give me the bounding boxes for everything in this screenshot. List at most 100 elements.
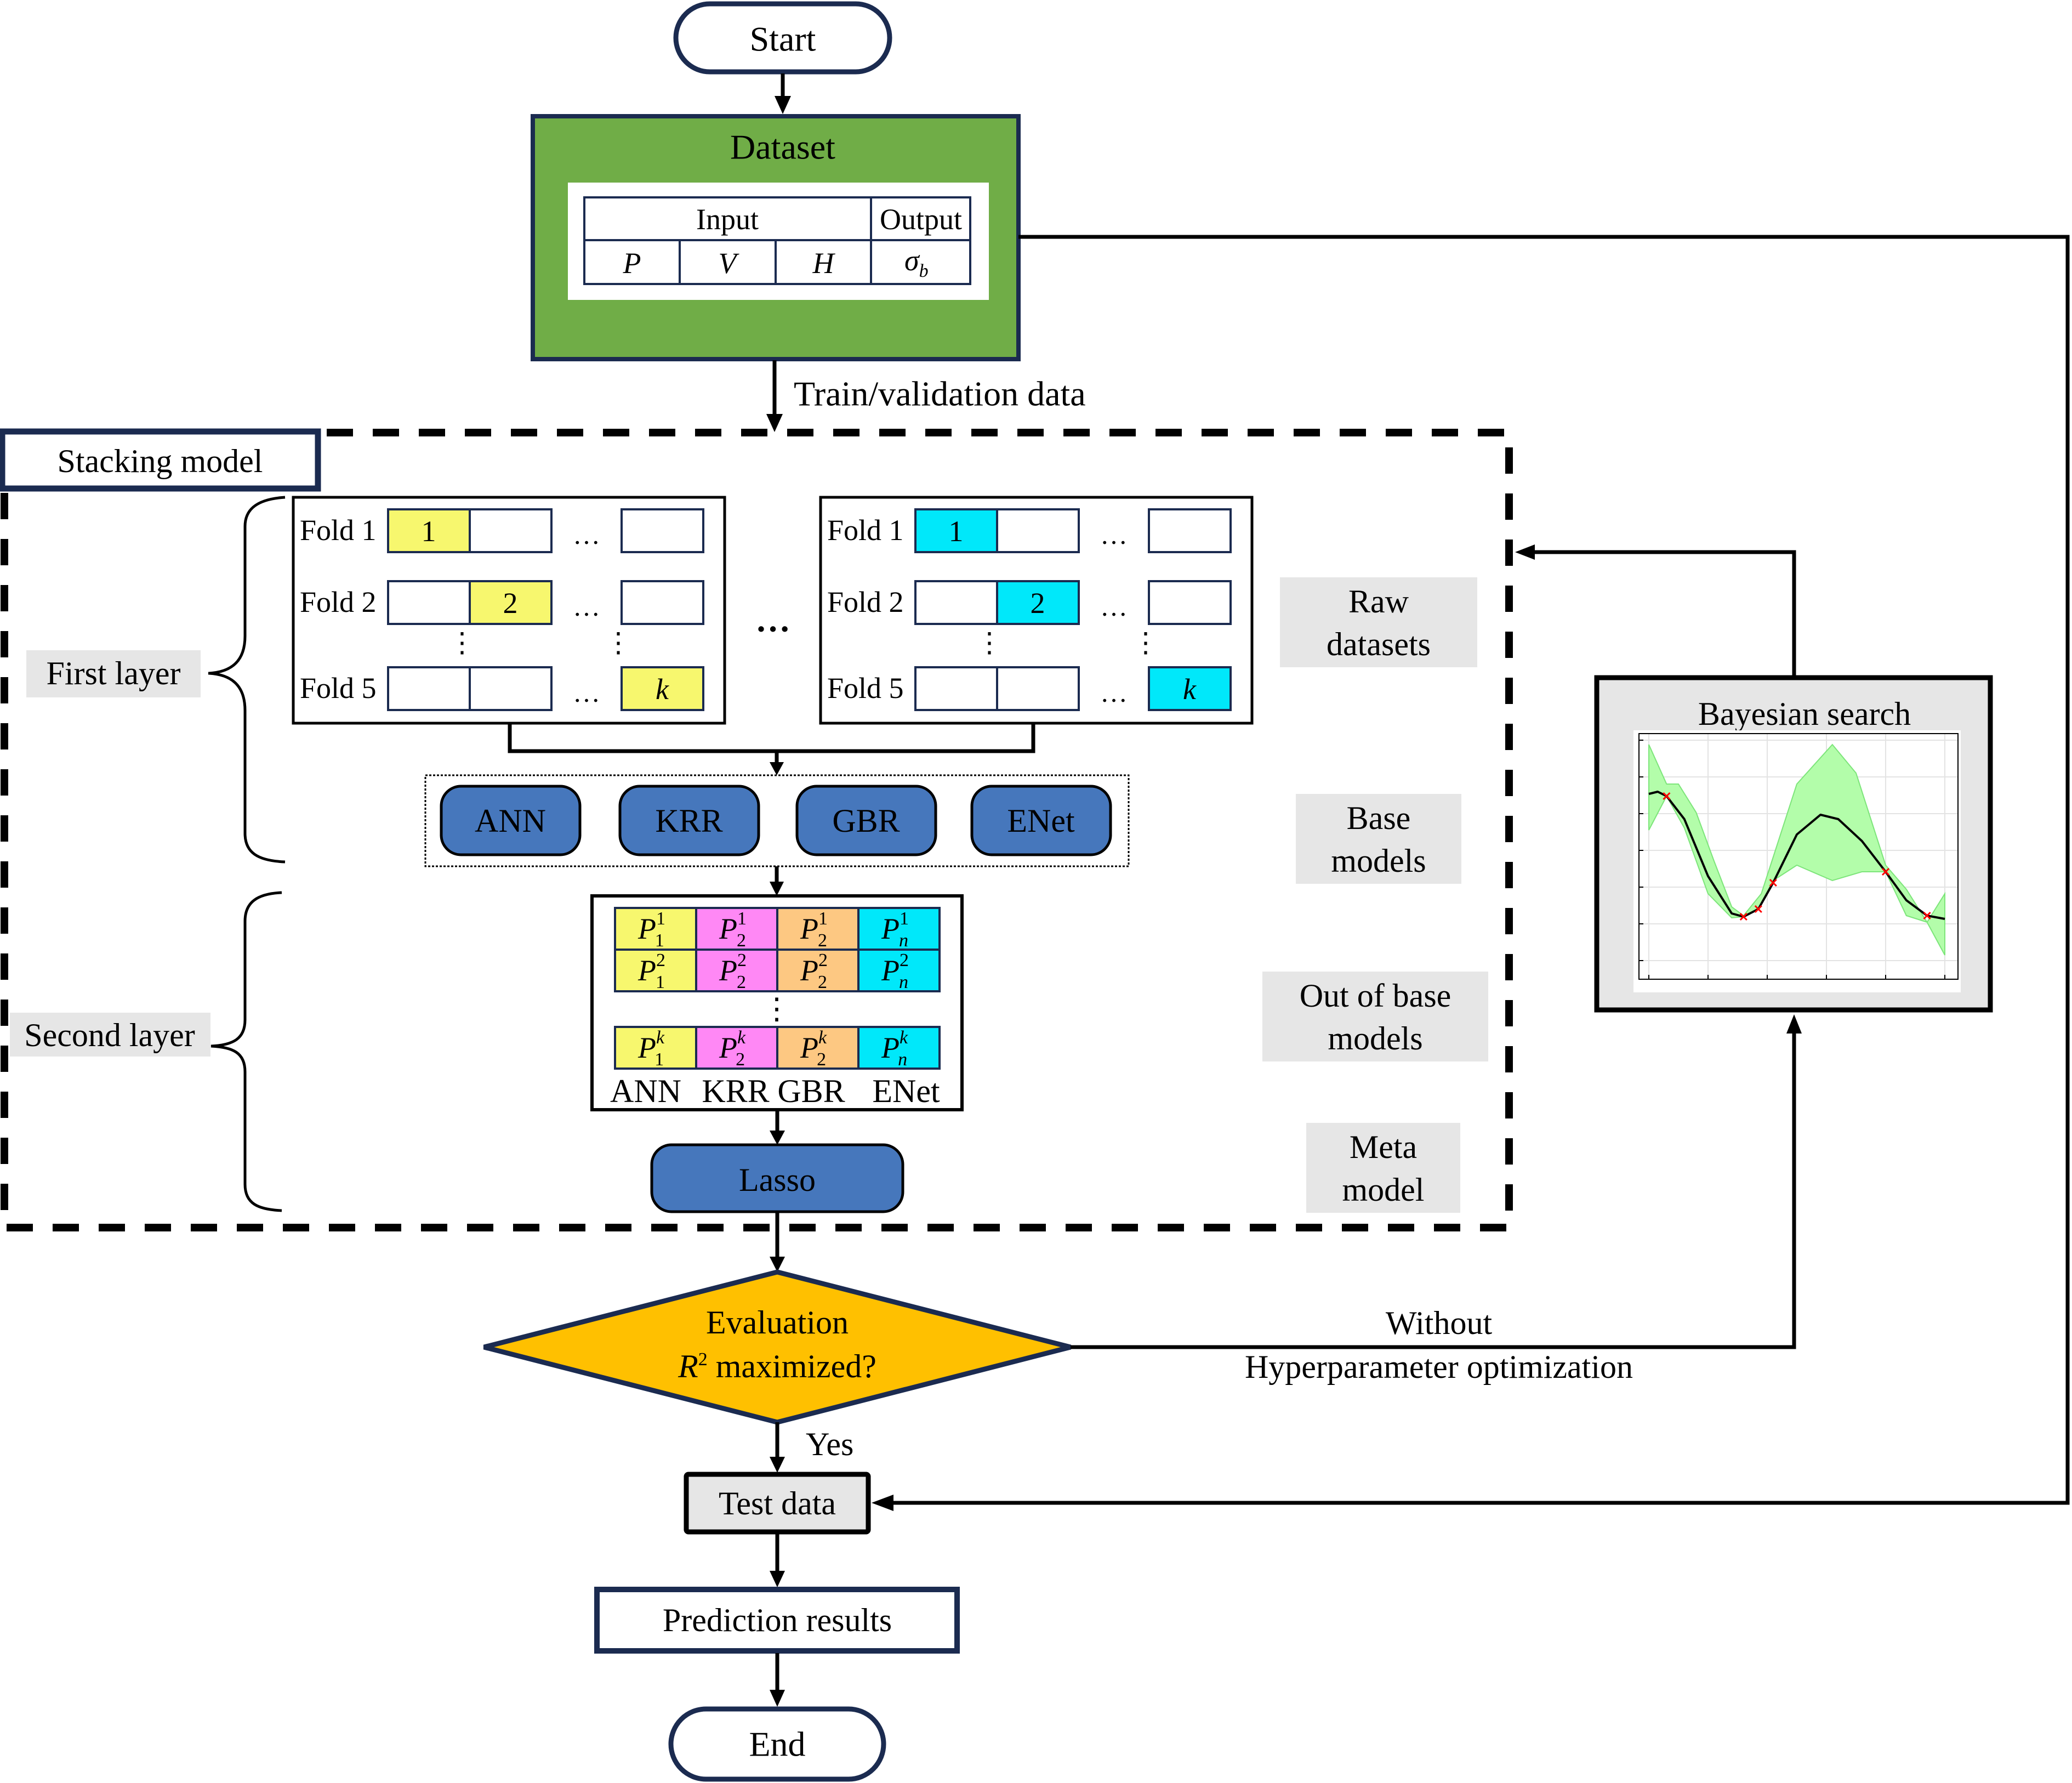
base-model-label: ANN <box>475 803 546 839</box>
fold-train-cell <box>621 580 704 625</box>
fold-cell-label: 2 <box>503 587 518 620</box>
arrow-dataset-to-stacking <box>766 360 783 432</box>
input-var-h: H <box>812 247 836 280</box>
start-terminal[interactable]: Start <box>673 1 892 75</box>
fold-label: Fold 1 <box>827 514 904 547</box>
fold-ellipsis: … <box>1100 677 1128 708</box>
fold-vertical-ellipsis: ⋮ <box>605 627 632 658</box>
column-label: ANN <box>610 1073 681 1109</box>
fold-validation-cell <box>1148 666 1232 711</box>
fold-train-cell <box>914 666 998 711</box>
fold-label: Fold 1 <box>300 514 377 547</box>
yes-label: Yes <box>806 1426 853 1462</box>
end-terminal[interactable]: End <box>668 1706 886 1782</box>
prediction-cell <box>776 1026 859 1070</box>
fold-train-cell <box>387 666 471 711</box>
bayesian-title: Bayesian search <box>1698 696 1911 732</box>
fold-row: Fold 5…k <box>300 666 704 711</box>
test-data-box[interactable]: Test data <box>684 1472 871 1535</box>
side-label-line: Raw <box>1348 583 1409 620</box>
prediction-cell <box>857 949 941 992</box>
arrow-decision-to-test <box>770 1422 785 1473</box>
sample-point-marker <box>1754 905 1762 913</box>
sample-point-marker <box>1739 912 1747 921</box>
second-layer-brace <box>210 891 282 1212</box>
arrow-out-to-lasso <box>770 1110 785 1145</box>
prediction-results-label: Prediction results <box>663 1602 892 1638</box>
first-layer-label-box: First layer <box>26 650 201 697</box>
side-label-line: models <box>1328 1020 1422 1057</box>
without-label: Without <box>1386 1305 1493 1341</box>
fold-cell-label: 2 <box>1031 587 1045 620</box>
test-data-label: Test data <box>719 1485 836 1521</box>
groups-ellipsis: … <box>755 600 790 639</box>
fold-cell-label: 1 <box>422 515 436 548</box>
output-var-sigma: σb <box>904 244 929 281</box>
fold-cell-label: 1 <box>949 515 964 548</box>
stacking-model-label-box: Stacking model <box>0 428 321 492</box>
fold-train-cell <box>996 508 1080 553</box>
fold-label: Fold 2 <box>300 586 377 618</box>
prediction-cell <box>695 1026 778 1070</box>
column-label: GBR <box>777 1073 845 1109</box>
side-label-line: datasets <box>1327 626 1431 662</box>
fold-validation-cell <box>387 508 471 553</box>
fold-train-cell <box>996 666 1080 711</box>
fold-validation-cell <box>621 666 704 711</box>
fold-ellipsis: … <box>1100 591 1128 622</box>
second-layer-label-box: Second layer <box>10 1013 210 1057</box>
base-model-krr[interactable]: KRR <box>618 785 760 856</box>
fold-train-cell <box>469 666 553 711</box>
fold-row: Fold 1 1 … <box>300 508 704 553</box>
fold-vertical-ellipsis: ⋮ <box>1132 627 1159 658</box>
lasso-label: Lasso <box>739 1162 816 1198</box>
base-models-group <box>424 774 1130 867</box>
base-model-enet[interactable]: ENet <box>970 785 1112 856</box>
side-label: Out of base models <box>1262 972 1488 1061</box>
arrow-start-to-dataset <box>775 73 791 114</box>
fold-ellipsis: … <box>573 519 600 550</box>
meta-model-lasso[interactable]: Lasso <box>650 1143 904 1213</box>
side-label-line: Out of base <box>1300 978 1451 1014</box>
out-vertical-ellipsis: ⋮ <box>762 992 792 1025</box>
base-model-ann[interactable]: ANN <box>440 785 582 856</box>
start-label: Start <box>750 20 816 59</box>
fold-ellipsis: … <box>573 591 600 622</box>
prediction-cell <box>695 949 778 992</box>
fold-label: Fold 2 <box>827 586 904 618</box>
fold-cell-label: k <box>656 673 669 706</box>
arrow-test-to-prediction <box>770 1532 785 1587</box>
prediction-cell <box>776 907 859 951</box>
fold-validation-cell <box>469 580 553 625</box>
fold-vertical-ellipsis: ⋮ <box>448 627 476 658</box>
side-label: Raw datasets <box>1280 577 1477 667</box>
column-label: KRR <box>702 1073 769 1109</box>
fold-label: Fold 5 <box>300 672 377 705</box>
prediction-cell <box>776 949 859 992</box>
confidence-band <box>1648 743 1945 956</box>
base-model-gbr[interactable]: GBR <box>795 785 937 856</box>
decision-line-2: R2 maximized? <box>678 1348 876 1384</box>
sample-point-marker <box>1663 792 1671 800</box>
dataset-box[interactable]: Dataset Input Output P V H σb <box>531 114 1021 361</box>
evaluation-decision[interactable]: Evaluation R2 maximized? <box>483 1269 1072 1425</box>
prediction-results-box[interactable]: Prediction results <box>594 1587 960 1654</box>
fold-row: Fold 2 2 … <box>827 580 1232 625</box>
fold-label: Fold 5 <box>827 672 904 705</box>
